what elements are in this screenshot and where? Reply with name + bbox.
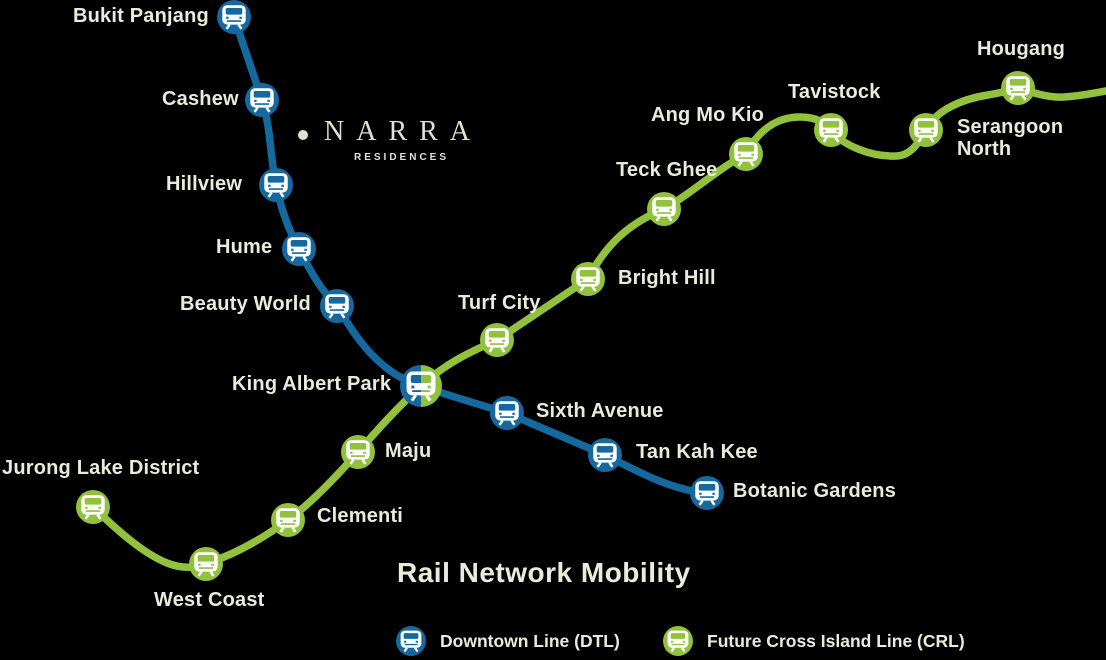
station-label-bright-hill: Bright Hill bbox=[618, 267, 716, 289]
brand-name: NARRA bbox=[324, 116, 483, 147]
station-marker-serangoon-north bbox=[909, 113, 943, 147]
station-marker-maju bbox=[341, 435, 375, 469]
station-marker-hougang bbox=[1001, 71, 1035, 105]
legend-item-crl: Future Cross Island Line (CRL) bbox=[662, 625, 965, 657]
dtl-legend-icon bbox=[396, 626, 426, 656]
station-marker-beauty-world bbox=[320, 289, 354, 323]
station-marker-bright-hill bbox=[571, 262, 605, 296]
station-marker-clementi bbox=[271, 503, 305, 537]
station-marker-jurong-lake-district bbox=[76, 490, 110, 524]
station-marker-cashew bbox=[245, 83, 279, 117]
legend-item-dtl: Downtown Line (DTL) bbox=[395, 625, 620, 657]
station-label-king-albert-park: King Albert Park bbox=[232, 373, 392, 395]
station-label-hougang: Hougang bbox=[977, 38, 1066, 60]
station-label-clementi: Clementi bbox=[317, 505, 404, 527]
station-label-beauty-world: Beauty World bbox=[180, 293, 311, 315]
station-label-hillview: Hillview bbox=[166, 173, 243, 195]
station-marker-king-albert-park-interchange bbox=[400, 365, 442, 407]
station-label-teck-ghee: Teck Ghee bbox=[616, 159, 718, 181]
station-label-turf-city: Turf City bbox=[458, 292, 541, 314]
station-marker-botanic-gardens bbox=[690, 476, 724, 510]
station-label-ang-mo-kio: Ang Mo Kio bbox=[651, 104, 765, 126]
station-label-west-coast: West Coast bbox=[154, 589, 265, 611]
station-label-bukit-panjang: Bukit Panjang bbox=[73, 5, 209, 27]
station-label-jurong-lake-district: Jurong Lake District bbox=[2, 457, 200, 479]
station-marker-turf-city bbox=[480, 323, 514, 357]
legend-label-crl: Future Cross Island Line (CRL) bbox=[707, 630, 965, 651]
crl-line-path bbox=[89, 84, 1106, 571]
station-marker-sixth-avenue bbox=[490, 396, 524, 430]
station-marker-hillview bbox=[259, 168, 293, 202]
station-label-tavistock: Tavistock bbox=[788, 81, 881, 103]
station-label-serangoon-north: Serangoon North bbox=[957, 116, 1064, 160]
station-marker-ang-mo-kio bbox=[729, 137, 763, 171]
station-label-tan-kah-kee: Tan Kah Kee bbox=[636, 441, 758, 463]
station-label-botanic-gardens: Botanic Gardens bbox=[733, 480, 897, 502]
station-label-cashew: Cashew bbox=[162, 88, 239, 110]
station-marker-tavistock bbox=[814, 113, 848, 147]
crl-legend-icon bbox=[663, 626, 693, 656]
station-marker-tan-kah-kee bbox=[588, 438, 622, 472]
station-marker-west-coast bbox=[189, 547, 223, 581]
station-marker-teck-ghee bbox=[647, 192, 681, 226]
brand-subtitle: RESIDENCES bbox=[354, 152, 450, 163]
station-label-hume: Hume bbox=[216, 236, 273, 258]
station-label-sixth-avenue: Sixth Avenue bbox=[536, 400, 664, 422]
map-title: Rail Network Mobility bbox=[397, 557, 691, 588]
station-marker-hume bbox=[282, 232, 316, 266]
brand-dot-icon bbox=[298, 130, 308, 140]
station-marker-bukit-panjang bbox=[217, 0, 251, 34]
legend-label-dtl: Downtown Line (DTL) bbox=[440, 630, 620, 651]
station-label-maju: Maju bbox=[385, 440, 432, 462]
